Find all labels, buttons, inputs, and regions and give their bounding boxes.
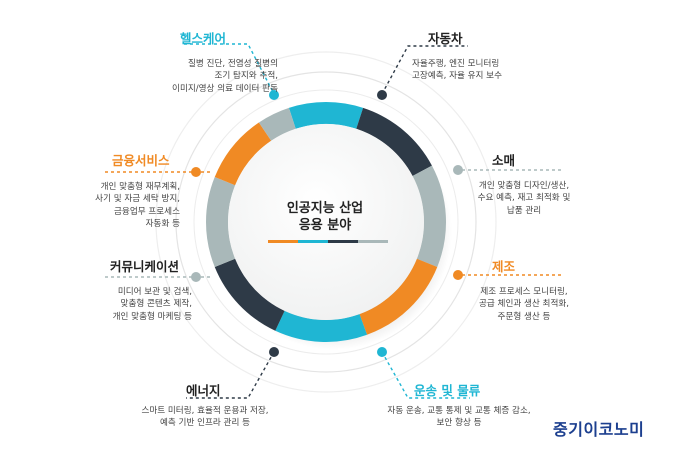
desc-line: 질병 진단, 전염성 질병의 [188, 59, 278, 69]
center-bar-navy [328, 240, 358, 243]
sector-title-manufacturing: 제조 [492, 259, 516, 274]
sector-title-automotive: 자동차 [428, 31, 463, 46]
dot-communication [191, 272, 201, 282]
ring-segment-4 [359, 258, 438, 335]
brand-logo-text: 중기이코노미 [553, 420, 645, 439]
ring-segment-9 [258, 107, 297, 141]
ring-segment-6 [214, 258, 285, 331]
dot-automotive [377, 90, 387, 100]
sector-title-transport: 운송 및 물류 [414, 383, 481, 398]
ring-segments [206, 102, 446, 342]
sector-desc-communication: 미디어 보관 및 검색, 맞춤형 콘텐츠 제작, 개인 맞춤형 마케팅 등 [113, 286, 192, 323]
ring-segment-8 [214, 122, 272, 186]
desc-line: 개인 맞춤형 마케팅 등 [112, 311, 192, 322]
sector-desc-transport: 자동 운송, 교통 통제 및 교통 체증 감소, 보안 향상 등 [364, 405, 554, 430]
desc-line: 미디어 보관 및 검색, [117, 287, 192, 297]
desc-line: 조기 탐지와 추적, [214, 71, 278, 82]
ring-segment-7 [206, 177, 236, 267]
desc-line: 금융업무 프로세스 [114, 206, 180, 217]
center-title: 인공지능 산업 응용 분야 [255, 200, 395, 234]
sector-title-retail: 소매 [492, 153, 516, 168]
dot-healthcare [269, 90, 279, 100]
sector-desc-energy: 스마트 미터링, 효율적 운용과 저장, 예측 기반 인프라 관리 등 [112, 405, 298, 430]
outer-ring [155, 51, 497, 393]
ring-segment-3 [412, 165, 446, 267]
sector-title-communication: 커뮤니케이션 [110, 259, 180, 274]
dot-manufacturing [453, 270, 463, 280]
sector-desc-automotive: 자율주행, 엔진 모니터링 고장예측, 자율 유지 보수 [412, 58, 502, 83]
sector-desc-manufacturing: 제조 프로세스 모니터링, 공급 체인과 생산 최적화, 주문형 생산 등 [460, 286, 588, 323]
connectors [105, 43, 562, 399]
desc-line: 맞춤형 콘텐츠 제작, [120, 299, 192, 310]
dot-transport [377, 347, 387, 357]
inner-ring [193, 89, 459, 355]
desc-line: 공급 체인과 생산 최적화, [479, 299, 569, 310]
desc-line: 고장예측, 자율 유지 보수 [412, 71, 502, 82]
desc-line: 자율주행, 엔진 모니터링 [412, 59, 500, 69]
desc-line: 개인 맞춤형 재무계획, [100, 182, 180, 192]
center-bar-cyan [298, 240, 328, 243]
sector-title-energy: 에너지 [186, 383, 221, 398]
sector-desc-healthcare: 질병 진단, 전염성 질병의 조기 탐지와 추적, 이미지/영상 의료 데이터 … [172, 58, 278, 95]
desc-line: 개인 맞춤형 디자인/생산, [478, 181, 570, 191]
desc-line: 예측 기반 인프라 관리 등 [160, 418, 250, 429]
sector-desc-retail: 개인 맞춤형 디자인/생산, 수요 예측, 재고 최적화 및 납품 관리 [462, 180, 586, 217]
desc-line: 주문형 생산 등 [497, 311, 551, 322]
ring-segment-1 [288, 102, 364, 129]
sector-desc-finance: 개인 맞춤형 재무계획, 사기 및 자금 세탁 방지, 금융업무 프로세스 자동… [95, 181, 180, 231]
center-title-line2: 응용 분야 [298, 218, 352, 233]
desc-line: 자동 운송, 교통 통제 및 교통 체증 감소, [387, 406, 531, 416]
desc-line: 보안 향상 등 [436, 418, 482, 429]
connector-automotive [381, 45, 468, 95]
center-title-line1: 인공지능 산업 [286, 201, 364, 216]
desc-line: 스마트 미터링, 효율적 운용과 저장, [141, 406, 269, 416]
desc-line: 이미지/영상 의료 데이터 판독 [172, 83, 278, 94]
ring-segment-5 [275, 310, 368, 342]
desc-line: 납품 관리 [506, 205, 542, 216]
middle-ring [175, 71, 477, 373]
dot-finance [191, 167, 201, 177]
sector-title-finance: 금융서비스 [112, 153, 170, 168]
sector-title-healthcare: 헬스케어 [180, 31, 227, 46]
ring-segment-2 [355, 107, 432, 177]
desc-line: 사기 및 자금 세탁 방지, [95, 194, 180, 205]
dot-retail [453, 165, 463, 175]
inner-disc [228, 124, 424, 320]
desc-line: 제조 프로세스 모니터링, [480, 287, 568, 297]
center-bar-orange [268, 240, 298, 243]
center-bar-gray [358, 240, 388, 243]
desc-line: 수요 예측, 재고 최적화 및 [477, 193, 571, 204]
dot-energy [269, 347, 279, 357]
desc-line: 자동화 등 [145, 219, 180, 230]
